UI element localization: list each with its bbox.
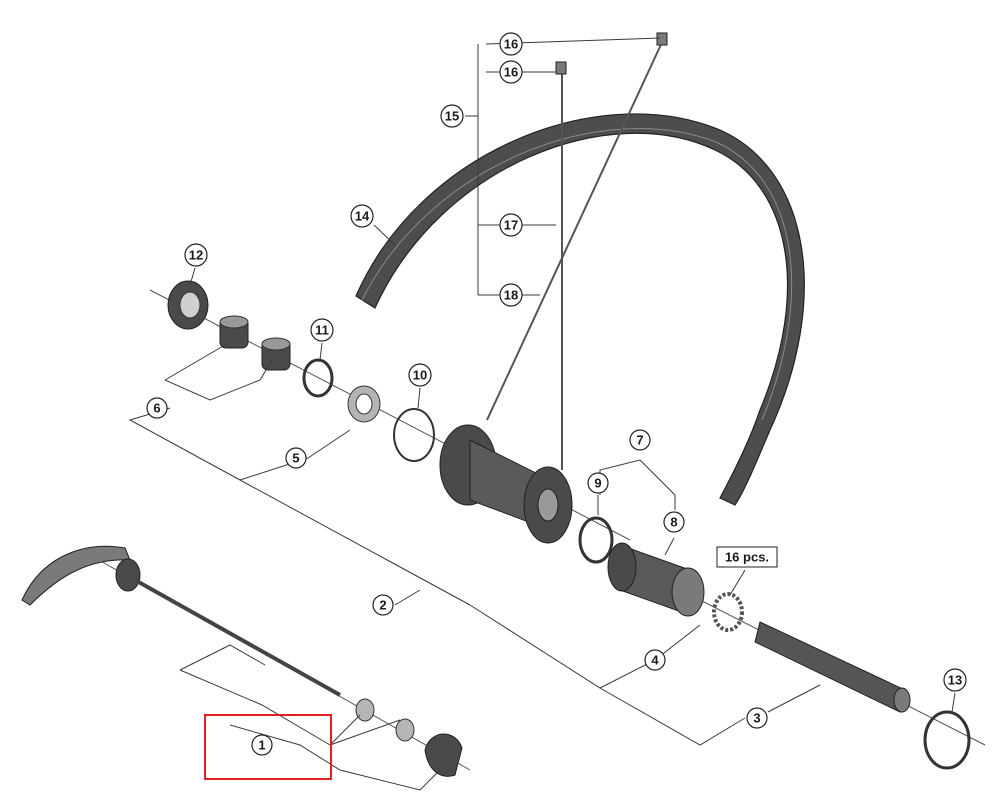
ball-bearings-16pcs xyxy=(712,592,744,632)
o-ring-13 xyxy=(923,710,971,770)
svg-text:18: 18 xyxy=(504,288,518,303)
callout-12[interactable]: 12 xyxy=(184,243,208,267)
skewer-rod xyxy=(134,578,341,697)
svg-text:13: 13 xyxy=(948,673,962,688)
callout-8[interactable]: 8 xyxy=(663,511,685,533)
washer-11 xyxy=(302,358,334,398)
svg-text:4: 4 xyxy=(651,653,659,668)
freehub-body-8 xyxy=(607,542,705,617)
skewer-nut xyxy=(424,733,463,777)
hub-body xyxy=(439,424,573,544)
callout-9[interactable]: 9 xyxy=(587,472,609,494)
svg-text:12: 12 xyxy=(189,248,203,263)
callout-16b[interactable]: 16 xyxy=(499,60,523,84)
svg-text:17: 17 xyxy=(504,218,518,233)
callout-4[interactable]: 4 xyxy=(644,649,666,671)
cone-upper xyxy=(219,315,249,349)
svg-text:16: 16 xyxy=(504,37,518,52)
callout-1[interactable]: 1 xyxy=(251,734,273,756)
callout-11[interactable]: 11 xyxy=(310,318,334,342)
callout-7[interactable]: 7 xyxy=(629,429,651,451)
callout-10[interactable]: 10 xyxy=(408,363,432,387)
quantity-label: 16 pcs. xyxy=(716,546,778,568)
callout-18[interactable]: 18 xyxy=(499,283,523,307)
svg-text:15: 15 xyxy=(445,109,459,124)
bearing-5 xyxy=(347,385,381,423)
svg-text:9: 9 xyxy=(594,476,601,491)
callout-6[interactable]: 6 xyxy=(146,397,168,419)
hub-axle-3 xyxy=(754,621,911,713)
callout-2[interactable]: 2 xyxy=(372,594,394,616)
callout-14[interactable]: 14 xyxy=(350,204,374,228)
rim-part xyxy=(355,113,805,506)
spoke-1 xyxy=(486,37,665,421)
lock-nut-12 xyxy=(167,280,209,330)
svg-text:7: 7 xyxy=(636,433,643,448)
svg-text:8: 8 xyxy=(670,515,677,530)
svg-text:11: 11 xyxy=(315,323,329,338)
callout-13[interactable]: 13 xyxy=(943,668,967,692)
svg-text:14: 14 xyxy=(355,209,370,224)
callout-17[interactable]: 17 xyxy=(499,213,523,237)
dust-cap-10 xyxy=(393,408,435,462)
svg-text:10: 10 xyxy=(413,368,427,383)
quick-release-lever xyxy=(21,545,141,606)
callout-5[interactable]: 5 xyxy=(285,447,307,469)
highlight-box xyxy=(204,714,332,780)
svg-text:5: 5 xyxy=(292,451,299,466)
callout-3[interactable]: 3 xyxy=(746,707,768,729)
callout-15[interactable]: 15 xyxy=(440,104,464,128)
svg-text:1: 1 xyxy=(258,738,265,753)
cone-lower xyxy=(261,337,291,371)
skewer-spring-2 xyxy=(395,718,415,742)
spokes xyxy=(486,32,668,470)
svg-text:16 pcs.: 16 pcs. xyxy=(725,550,769,565)
callout-16a[interactable]: 16 xyxy=(499,32,523,56)
svg-text:3: 3 xyxy=(753,711,760,726)
skewer-spring-1 xyxy=(355,698,375,722)
svg-text:2: 2 xyxy=(379,598,386,613)
svg-text:6: 6 xyxy=(153,401,160,416)
o-ring-9 xyxy=(578,516,614,564)
svg-text:16: 16 xyxy=(504,65,518,80)
